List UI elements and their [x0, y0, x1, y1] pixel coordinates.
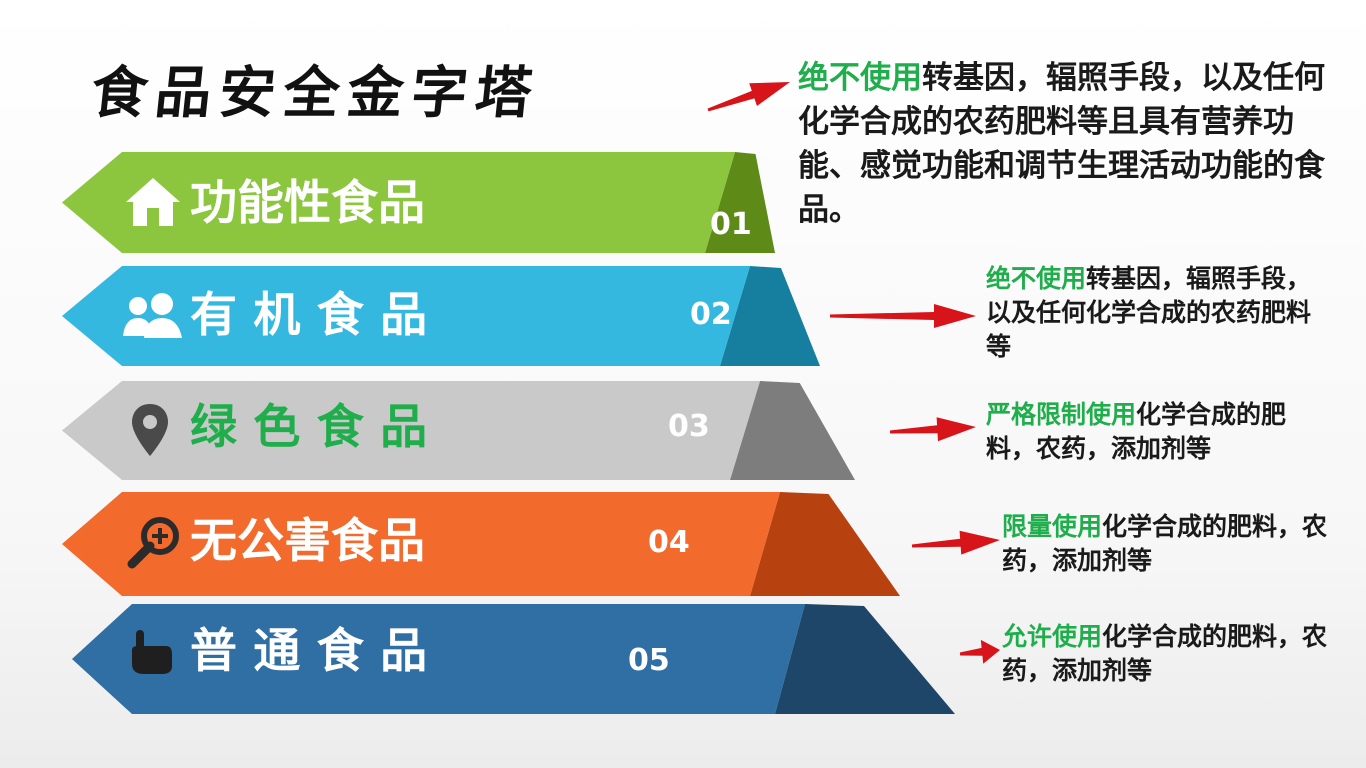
- description-highlight: 允许使用: [1002, 622, 1103, 651]
- tier-number-3: 03: [668, 409, 710, 444]
- tier-number-2: 02: [690, 297, 732, 332]
- user-group-icon: [122, 292, 184, 344]
- search-plus-icon: [126, 516, 182, 574]
- tier-description-4: 限量使用化学合成的肥料，农药，添加剂等: [1002, 510, 1342, 578]
- pointer-arrow-1: [707, 82, 790, 112]
- pointer-arrow-2: [830, 304, 976, 328]
- tier-label-3: 绿 色 食 品: [190, 400, 428, 455]
- tier-description-1: 绝不使用转基因，辐照手段，以及任何化学合成的农药肥料等且具有营养功能、感觉功能和…: [798, 56, 1328, 232]
- tier-front-face-4: [62, 492, 780, 596]
- tier-label-2: 有 机 食 品: [190, 288, 428, 343]
- tier-side-face-5: [775, 604, 955, 714]
- description-text: 化学合成的肥料，农药，添加剂等: [1002, 512, 1328, 575]
- pointer-arrow-5: [959, 639, 1000, 664]
- tier-side-face-4: [750, 492, 900, 596]
- tier-number-4: 04: [648, 525, 690, 560]
- tier-side-face-1: [705, 152, 775, 253]
- map-pin-icon: [130, 402, 170, 462]
- description-text: 转基因，辐照手段，以及任何化学合成的农药肥料等且具有营养功能、感觉功能和调节生理…: [798, 60, 1325, 228]
- description-highlight: 限量使用: [1002, 512, 1103, 541]
- tier-side-face-2: [720, 266, 820, 366]
- page-title: 食品安全金字塔: [88, 60, 543, 126]
- pointing-hand-icon: [126, 628, 178, 680]
- description-text: 化学合成的肥料，农药，添加剂等: [986, 400, 1287, 463]
- tier-description-3: 严格限制使用化学合成的肥料，农药，添加剂等: [986, 398, 1316, 466]
- description-highlight: 严格限制使用: [986, 400, 1137, 429]
- description-highlight: 绝不使用: [986, 264, 1087, 293]
- tier-front-face-5: [72, 604, 805, 714]
- description-highlight: 绝不使用: [798, 60, 922, 96]
- description-text: 转基因，辐照手段，以及任何化学合成的农药肥料等: [986, 264, 1312, 361]
- tier-side-face-3: [730, 381, 855, 480]
- tier-description-5: 允许使用化学合成的肥料，农药，添加剂等: [1002, 620, 1342, 688]
- tier-label-4: 无公害食品: [190, 514, 425, 569]
- tier-description-2: 绝不使用转基因，辐照手段，以及任何化学合成的农药肥料等: [986, 262, 1316, 364]
- tier-number-5: 05: [628, 643, 670, 678]
- tier-label-5: 普 通 食 品: [190, 624, 428, 679]
- house-icon: [124, 176, 182, 232]
- tier-front-face-1: [62, 152, 735, 253]
- tier-number-1: 01: [710, 207, 752, 242]
- description-text: 化学合成的肥料，农药，添加剂等: [1002, 622, 1328, 685]
- pointer-arrow-3: [889, 417, 976, 442]
- tier-label-1: 功能性食品: [190, 176, 425, 231]
- tier-front-face-3: [62, 381, 760, 480]
- pointer-arrow-4: [911, 530, 1000, 555]
- tier-front-face-2: [62, 266, 750, 366]
